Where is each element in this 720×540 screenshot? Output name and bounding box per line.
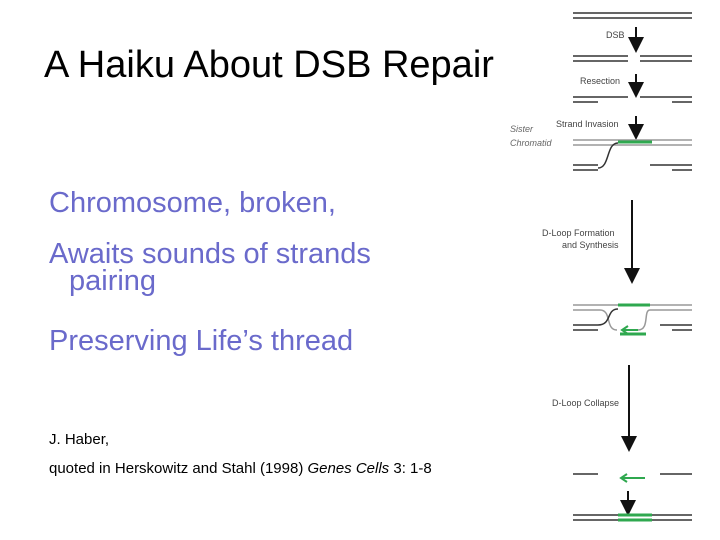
- citation: J. Haber, quoted in Herskowitz and Stahl…: [49, 425, 432, 483]
- synthesis-direction-arrow: [620, 325, 638, 335]
- collapsed-strands: [573, 473, 692, 483]
- citation-source-prefix: quoted in Herskowitz and Stahl (1998): [49, 460, 308, 477]
- label-dsb: DSB: [606, 30, 625, 40]
- label-sister-line-1: Sister: [510, 124, 534, 134]
- invading-strand: [573, 142, 692, 171]
- haiku-line-2-continuation: pairing: [69, 265, 157, 297]
- citation-author: J. Haber,: [49, 431, 110, 448]
- dloop-structure: [573, 304, 692, 331]
- haiku-line-1: Chromosome, broken,: [49, 187, 336, 219]
- citation-journal: Genes Cells: [307, 460, 390, 477]
- duplex-broken: [573, 55, 692, 62]
- citation-source: quoted in Herskowitz and Stahl (1998) Ge…: [49, 454, 432, 483]
- haiku-line-3: Preserving Life’s thread: [49, 325, 354, 357]
- label-dloop-formation-1: D-Loop Formation: [542, 228, 615, 238]
- duplex-intact: [573, 12, 692, 19]
- duplex-resected: [573, 96, 692, 103]
- duplex-repaired: [573, 513, 692, 522]
- haiku-line-2: Awaits sounds of strands: [49, 238, 371, 270]
- label-resection: Resection: [580, 76, 620, 86]
- label-strand-invasion: Strand Invasion: [556, 119, 619, 129]
- label-sister-line-2: Chromatid: [510, 138, 553, 148]
- label-dloop-collapse: D-Loop Collapse: [552, 398, 619, 408]
- citation-volume-pages: 3: 1-8: [389, 460, 432, 477]
- haiku-poem: Chromosome, broken, Awaits sounds of str…: [49, 178, 469, 367]
- label-dloop-formation-2: and Synthesis: [562, 240, 619, 250]
- sister-chromatid: [573, 139, 692, 146]
- slide-title: A Haiku About DSB Repair: [44, 44, 494, 86]
